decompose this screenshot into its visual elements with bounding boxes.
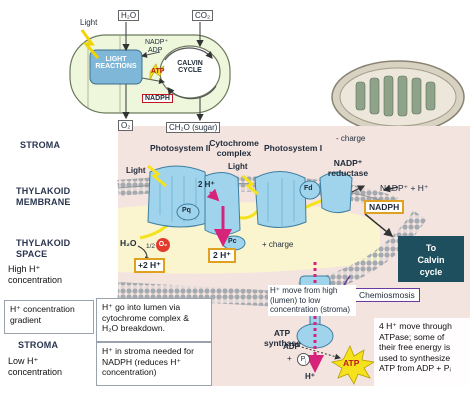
plus-two-h-label: +2 H⁺ (134, 258, 165, 273)
atp-product-label: ATP (343, 358, 360, 368)
phosphate-letter: P (300, 356, 306, 363)
stroma-bottom-label: Stroma (18, 340, 59, 350)
overview-nadph-label: NADPH (142, 94, 173, 103)
light-bolt-ps1 (242, 174, 259, 196)
light-reactions-label: LIGHT REACTIONS (95, 56, 137, 70)
h-movement-note: H⁺ move from high (lumen) to low concent… (268, 285, 356, 316)
nadp-equation-label: NADP⁺ + H⁺ (380, 183, 429, 193)
photosystem-i (254, 171, 307, 228)
overview-adp-label: ADP (148, 47, 163, 54)
fd-label: Fd (304, 185, 313, 192)
adp-label: ADP (283, 342, 300, 351)
photosystem-ii-label: Photosystem II (150, 143, 211, 153)
pq-label: Pq (182, 207, 191, 214)
ferredoxin (299, 180, 321, 200)
overview-ch2o-label: CH₂O (sugar) (166, 122, 221, 133)
to-calvin-cycle-box: To Calvin cycle (398, 236, 464, 282)
plus-sign: + (287, 354, 292, 363)
oxygen-bubble: O₂ (156, 238, 170, 252)
negative-charge-label: - charge (336, 134, 366, 143)
gradient-note: H⁺ concentration gradient (4, 300, 94, 334)
thylakoid-space-label: Thylakoid space (16, 238, 71, 259)
overview-atp-label: ATP (151, 68, 165, 75)
h-plus-stroma-label: H⁺ (305, 372, 315, 381)
cytochrome-complex (204, 172, 241, 236)
thylakoid-membrane-label: Thylakoid membrane (16, 186, 71, 207)
lumen-note: H⁺ go into lumen via cytochrome complex … (96, 298, 212, 342)
half-label: 1/2 (146, 243, 156, 250)
overview-h2o-label: H₂O (118, 10, 140, 21)
atp-synthesis-note: 4 H⁺ move through ATPase; some of their … (374, 318, 472, 386)
light-bolt-ps2 (147, 164, 167, 188)
nadp-reductase-label: NADP⁺ reductase (327, 158, 369, 178)
nadp-reductase (319, 171, 353, 214)
phosphate-circle: Pi (297, 353, 310, 366)
chemiosmosis-label: Chemiosmosis (354, 288, 420, 302)
high-h-concentration-label: High H⁺ concentration (8, 264, 63, 285)
atp-synthase-label: ATP synthase (264, 328, 301, 348)
nadph-product-label: NADPH (364, 200, 405, 214)
atp-starburst (330, 345, 376, 385)
calvin-cycle-label: CALVIN CYCLE (177, 60, 203, 74)
positive-charge-label: + charge (262, 240, 294, 249)
light-label-ps2: Light (126, 166, 146, 175)
overview-light-label: Light (80, 18, 98, 27)
plastoquinone (176, 203, 200, 221)
overview-chloroplast (69, 22, 231, 122)
phosphate-sub: i (305, 359, 307, 366)
two-h-lumen-label: 2 H⁺ (208, 248, 236, 263)
overview-co2-label: CO₂ (192, 10, 214, 21)
stroma-top-label: Stroma (20, 140, 61, 150)
water-label: H₂O (120, 238, 137, 248)
overview-o2-label: O₂ (118, 120, 134, 131)
overview-nadp-label: NADP⁺ (145, 39, 169, 46)
cytochrome-complex-label: Cytochrome complex (209, 138, 259, 158)
pc-label: Pc (228, 238, 237, 245)
low-h-concentration-label: Low H⁺ concentration (8, 356, 63, 377)
two-h-stroma-label: 2 H⁺ (198, 180, 215, 189)
photosystem-i-label: Photosystem I (264, 143, 323, 153)
light-label-ps1: Light (228, 162, 248, 171)
nadph-need-note: H⁺ in stroma needed for NADPH (reduces H… (96, 342, 212, 386)
